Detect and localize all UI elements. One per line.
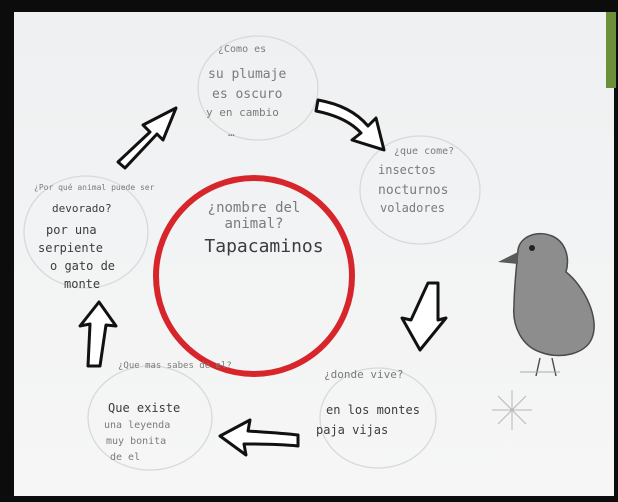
- top-bubble-line-3: es oscuro: [212, 87, 282, 102]
- arrow-top-to-right: [314, 98, 386, 152]
- top-bubble-line-2: su plumaje: [208, 67, 286, 82]
- right-bubble-line-3: nocturnos: [378, 183, 448, 198]
- top-bubble-line-4: y en cambio: [206, 106, 279, 119]
- center-question-line-1: ¿nombre del: [208, 200, 301, 216]
- center-question-line-2: animal?: [224, 216, 283, 232]
- top-bubble-line-1: ¿Como es: [218, 44, 266, 55]
- bubble-bottom-left: [87, 365, 213, 471]
- left-bubble-line-4: serpiente: [38, 241, 103, 255]
- bottom-left-bubble-line-4: muy bonita: [106, 436, 166, 447]
- left-bubble-line-5: o gato de: [50, 259, 115, 273]
- bird-sketch: [498, 232, 595, 377]
- left-bubble-line-2: devorado?: [52, 202, 112, 215]
- bubble-bottom-right: [319, 367, 437, 469]
- grass-doodle: [492, 390, 532, 430]
- left-bubble-line-6: monte: [64, 277, 100, 291]
- center-answer: Tapacaminos: [204, 236, 323, 257]
- bottom-right-bubble-line-2: en los montes: [326, 403, 420, 417]
- bottom-left-bubble-line-1: ¿Que mas sabes de el?: [118, 361, 232, 371]
- bubble-left: [23, 175, 149, 289]
- center-ring: [153, 175, 355, 377]
- bottom-left-bubble-line-2: Que existe: [108, 401, 180, 415]
- left-bubble-line-1: ¿Por qué animal puede ser: [34, 182, 155, 192]
- arrow-bottom-to-left: [218, 418, 300, 457]
- bottom-right-bubble-line-1: ¿donde vive?: [324, 368, 403, 381]
- bottom-left-bubble-line-5: de el: [110, 452, 140, 463]
- right-bubble-line-4: voladores: [380, 201, 445, 215]
- arrow-right-to-bottom: [400, 281, 448, 352]
- bubble-right: [359, 135, 481, 245]
- bottom-right-bubble-line-3: paja vijas: [316, 423, 388, 437]
- arrow-left-to-top: [116, 106, 178, 170]
- top-bubble-line-5: …: [228, 126, 235, 139]
- green-paper-edge: [606, 12, 616, 88]
- left-bubble-line-3: por una: [46, 223, 97, 237]
- bottom-left-bubble-line-3: una leyenda: [104, 420, 170, 431]
- arrow-bottom-to-left-up: [78, 300, 118, 368]
- right-bubble-line-1: ¿que come?: [394, 146, 454, 157]
- right-bubble-line-2: insectos: [378, 163, 436, 177]
- bubble-top: [197, 35, 319, 141]
